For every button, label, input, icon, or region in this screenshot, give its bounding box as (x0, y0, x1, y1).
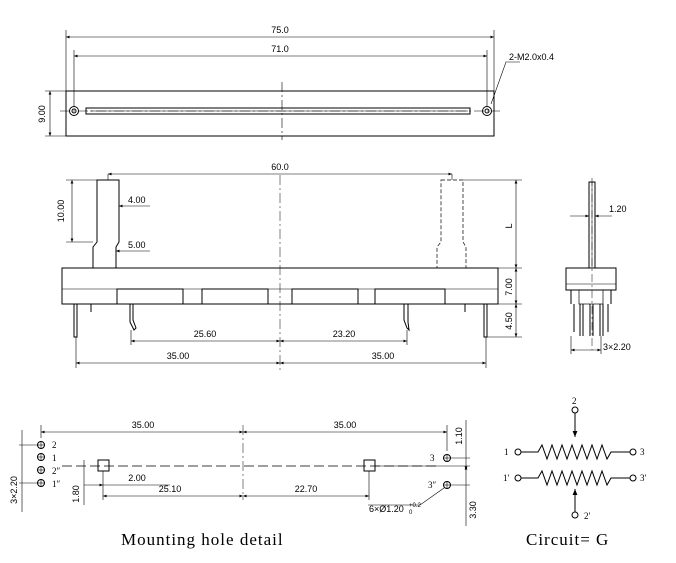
dim-knob-top-label: 4.00 (128, 195, 146, 205)
knob-right-ghost (436, 179, 467, 269)
screw-callout: 2-M2.0x0.4 (509, 52, 554, 62)
pin-label-1pp: 1″ (52, 479, 61, 489)
dim-mount-right-label: 35.00 (334, 420, 357, 430)
end-view (565, 178, 617, 354)
dim-slot-offset-label: 2.00 (128, 473, 146, 483)
dim-lever-width-label: 1.20 (609, 204, 627, 214)
dim-offset-left-label: 1.80 (71, 485, 81, 503)
dim-height-label: 9.00 (37, 105, 47, 123)
pin-label-3: 3 (430, 453, 435, 463)
knob-left (92, 179, 120, 269)
terminal-2p (571, 511, 579, 519)
circuit-label-2: 2 (572, 396, 577, 406)
terminal-2 (571, 406, 579, 414)
dim-pin-length-label: 4.50 (504, 312, 514, 330)
mounting-caption: Mounting hole detail (121, 530, 284, 549)
circuit-label-1: 1 (504, 447, 509, 457)
resistor-b (521, 469, 630, 487)
hole-tolerance-low: 0 (409, 510, 413, 516)
hole-callout: 6×Ø1.20 (369, 504, 404, 514)
hole-tolerance-high: +0.2 (409, 503, 422, 509)
dim-dist-right-label: 22.70 (295, 484, 318, 494)
dim-pin3pp-offset-label: 3.30 (468, 501, 478, 519)
circuit-label-2p: 2' (584, 511, 591, 521)
dim-dist-left-label: 25.10 (159, 484, 182, 494)
terminal-3 (629, 448, 637, 456)
screw-hole-right (482, 106, 492, 116)
pin-label-1: 1 (52, 453, 57, 463)
circuit-label-3p: 3' (640, 473, 647, 483)
pin-label-2: 2 (52, 440, 57, 450)
dim-pin3-offset-label: 1.10 (454, 427, 464, 445)
dim-travel-label: 60.0 (271, 162, 289, 172)
top-body-outline (65, 90, 495, 137)
terminal-1 (514, 448, 522, 456)
terminal-1p (514, 474, 522, 482)
resistor-a (521, 443, 630, 461)
side-view (61, 172, 522, 370)
circuit-label-1p: 1' (503, 473, 510, 483)
dim-overall-label: 75.0 (271, 25, 289, 35)
end-body (565, 267, 617, 291)
circuit-diagram (514, 406, 637, 519)
terminal-3p (629, 474, 637, 482)
dim-half-left-label: 35.00 (167, 351, 190, 361)
pin-label-3pp: 3″ (428, 480, 437, 490)
dim-knob-neck-label: 5.00 (128, 240, 146, 250)
dim-pin-right-label: 23.20 (333, 329, 356, 339)
mounting-detail (19, 420, 470, 526)
mount-slot-left (97, 459, 110, 472)
screw-hole-left (69, 106, 79, 116)
pin-label-2pp: 2″ (52, 466, 61, 476)
dim-end-pitch-label: 3×2.20 (603, 342, 631, 352)
mount-slot-right (363, 459, 376, 472)
dim-lever-length-label: L (504, 223, 514, 228)
dim-pin-left-label: 25.60 (194, 329, 217, 339)
circuit-label-3: 3 (640, 447, 645, 457)
circuit-caption: Circuit= G (526, 530, 609, 549)
dim-mount-pitch-label: 3×2.20 (9, 476, 19, 504)
dim-hole-spacing-label: 71.0 (271, 44, 289, 54)
dim-half-right-label: 35.00 (372, 351, 395, 361)
top-view (45, 30, 520, 140)
dim-body-height-label: 7.00 (504, 278, 514, 296)
dim-mount-left-label: 35.00 (132, 420, 155, 430)
dim-knob-height-label: 10.00 (56, 200, 66, 223)
